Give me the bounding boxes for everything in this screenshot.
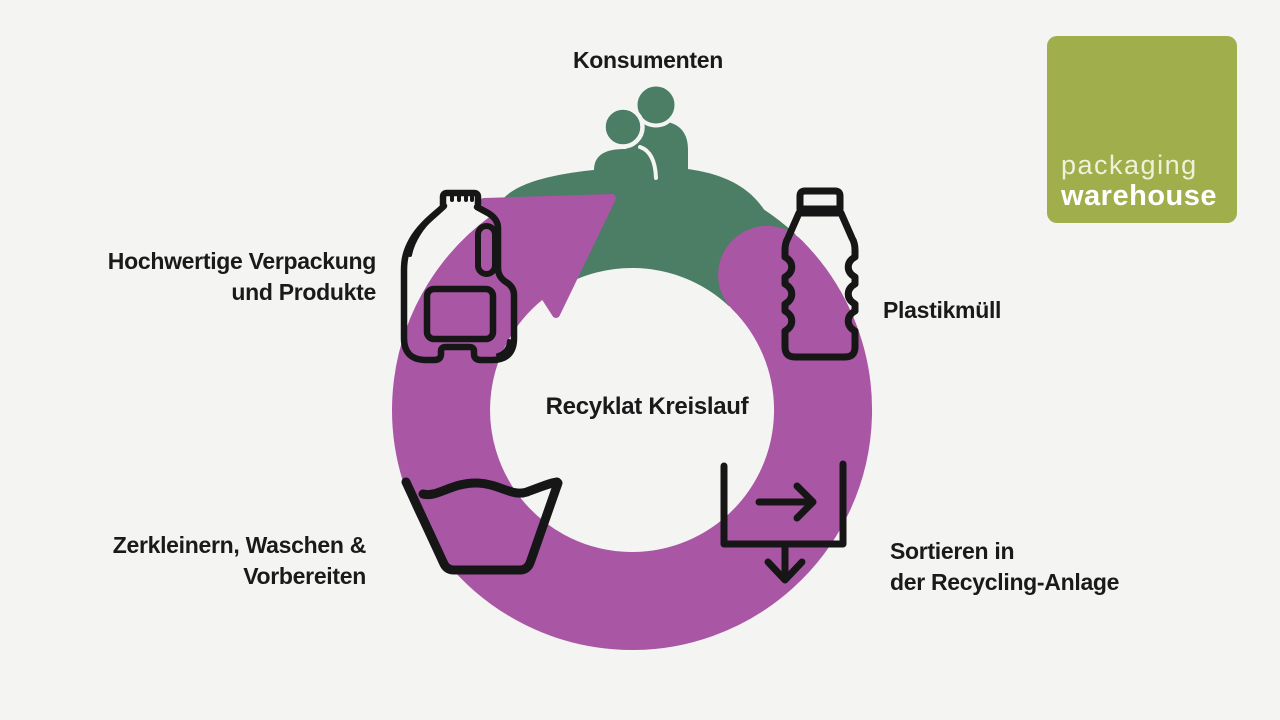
people-icon <box>594 82 688 188</box>
plastic-bottle-icon <box>781 187 859 361</box>
label-high-quality-packaging-line1: Hochwertige Verpackung <box>107 248 377 274</box>
label-plastic-waste: Plastikmüll <box>883 297 1002 323</box>
ring-purple-segment <box>392 215 873 650</box>
label-sorting-line1: Sortieren in <box>890 538 1015 564</box>
wash-basin-icon <box>401 477 563 575</box>
label-high-quality-packaging-line2: und Produkte <box>231 279 376 305</box>
packaging-warehouse-logo: packaging warehouse <box>1047 36 1237 223</box>
cycle-center-title: Recyklat Kreislauf <box>545 393 749 420</box>
label-high-quality-packaging: Hochwertige Verpackung und Produkte <box>60 246 377 308</box>
label-consumers: Konsumenten <box>572 47 724 73</box>
logo-word-packaging: packaging <box>1061 150 1198 180</box>
consumers-mound <box>495 166 778 246</box>
person-front-head <box>601 105 645 149</box>
detergent-jug-icon <box>400 189 518 364</box>
cycle-arrowhead <box>480 194 616 318</box>
label-sorting-line2: der Recycling-Anlage <box>890 569 1120 595</box>
logo-word-warehouse: warehouse <box>1061 180 1217 212</box>
label-shredding-line2: Vorbereiten <box>243 563 366 589</box>
person-separation-line <box>638 145 658 180</box>
person-back-head <box>633 82 679 128</box>
label-shredding: Zerkleinern, Waschen & Vorbereiten <box>56 530 367 592</box>
label-shredding-line1: Zerkleinern, Waschen & <box>112 532 367 558</box>
sorting-conveyor-icon <box>720 460 847 584</box>
label-sorting: Sortieren in der Recycling-Anlage <box>890 536 1119 598</box>
person-front-body <box>594 149 654 186</box>
